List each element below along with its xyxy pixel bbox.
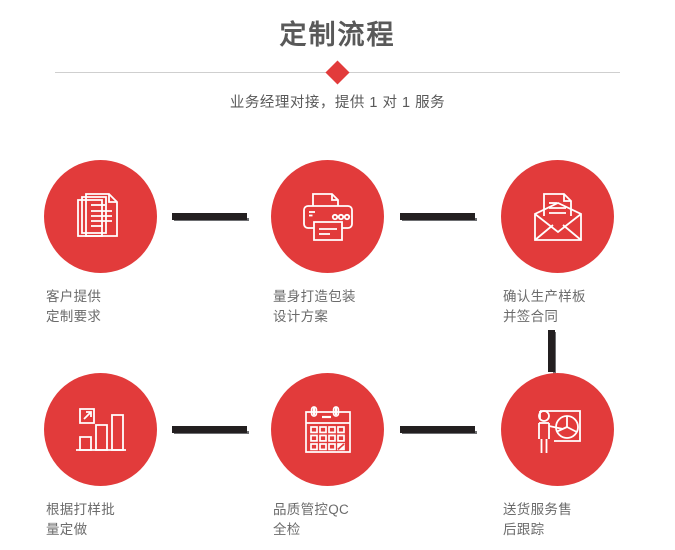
- flow-step-2[interactable]: 量身打造包装 设计方案: [247, 160, 407, 327]
- printer-icon: [297, 186, 359, 248]
- flow-step-4[interactable]: 根据打样批 量定做: [20, 373, 180, 540]
- connector-step1-step2: [172, 213, 249, 221]
- flow-step-3-label: 确认生产样板 并签合同: [503, 289, 586, 324]
- flow-step-4-circle: [44, 373, 157, 486]
- flow-step-6[interactable]: 送货服务售 后跟踪: [477, 373, 637, 540]
- title-divider: [55, 60, 620, 85]
- bar-chart-growth-icon: [70, 399, 132, 461]
- flow-step-6-label: 送货服务售 后跟踪: [503, 502, 572, 537]
- flow-step-1-circle: [44, 160, 157, 273]
- presentation-pie-chart-icon: [527, 399, 589, 461]
- connector-bar: [548, 330, 555, 372]
- flow-step-4-label: 根据打样批 量定做: [46, 502, 115, 537]
- process-flow: 客户提供 定制要求: [0, 130, 675, 550]
- connector-step5-step6: [400, 426, 477, 434]
- flow-step-6-circle: [501, 373, 614, 486]
- connector-bar: [172, 213, 247, 220]
- connector-step4-step5: [172, 426, 249, 434]
- connector-bar: [400, 213, 475, 220]
- flow-step-5-circle: [271, 373, 384, 486]
- envelope-letter-icon: [527, 186, 589, 248]
- documents-stack-icon: [70, 186, 132, 248]
- flow-step-3[interactable]: 确认生产样板 并签合同: [477, 160, 637, 327]
- connector-bar: [400, 426, 475, 433]
- flow-step-3-circle: [501, 160, 614, 273]
- diamond-marker-icon: [325, 60, 350, 85]
- connector-bar: [172, 426, 247, 433]
- flow-step-1-label: 客户提供 定制要求: [46, 289, 102, 324]
- flow-step-1[interactable]: 客户提供 定制要求: [20, 160, 180, 327]
- page-subtitle: 业务经理对接，提供 1 对 1 服务: [229, 95, 446, 111]
- page-header: 定制流程 业务经理对接，提供 1 对 1 服务: [0, 0, 675, 130]
- flow-step-5[interactable]: 品质管控QC 全检: [247, 373, 407, 540]
- connector-step3-step6: [548, 330, 557, 374]
- flow-step-5-label: 品质管控QC 全检: [273, 502, 350, 537]
- flow-step-2-label: 量身打造包装 设计方案: [273, 289, 356, 324]
- flow-step-2-circle: [271, 160, 384, 273]
- calendar-check-icon: [297, 399, 359, 461]
- connector-step2-step3: [400, 213, 477, 221]
- page-title: 定制流程: [279, 20, 396, 50]
